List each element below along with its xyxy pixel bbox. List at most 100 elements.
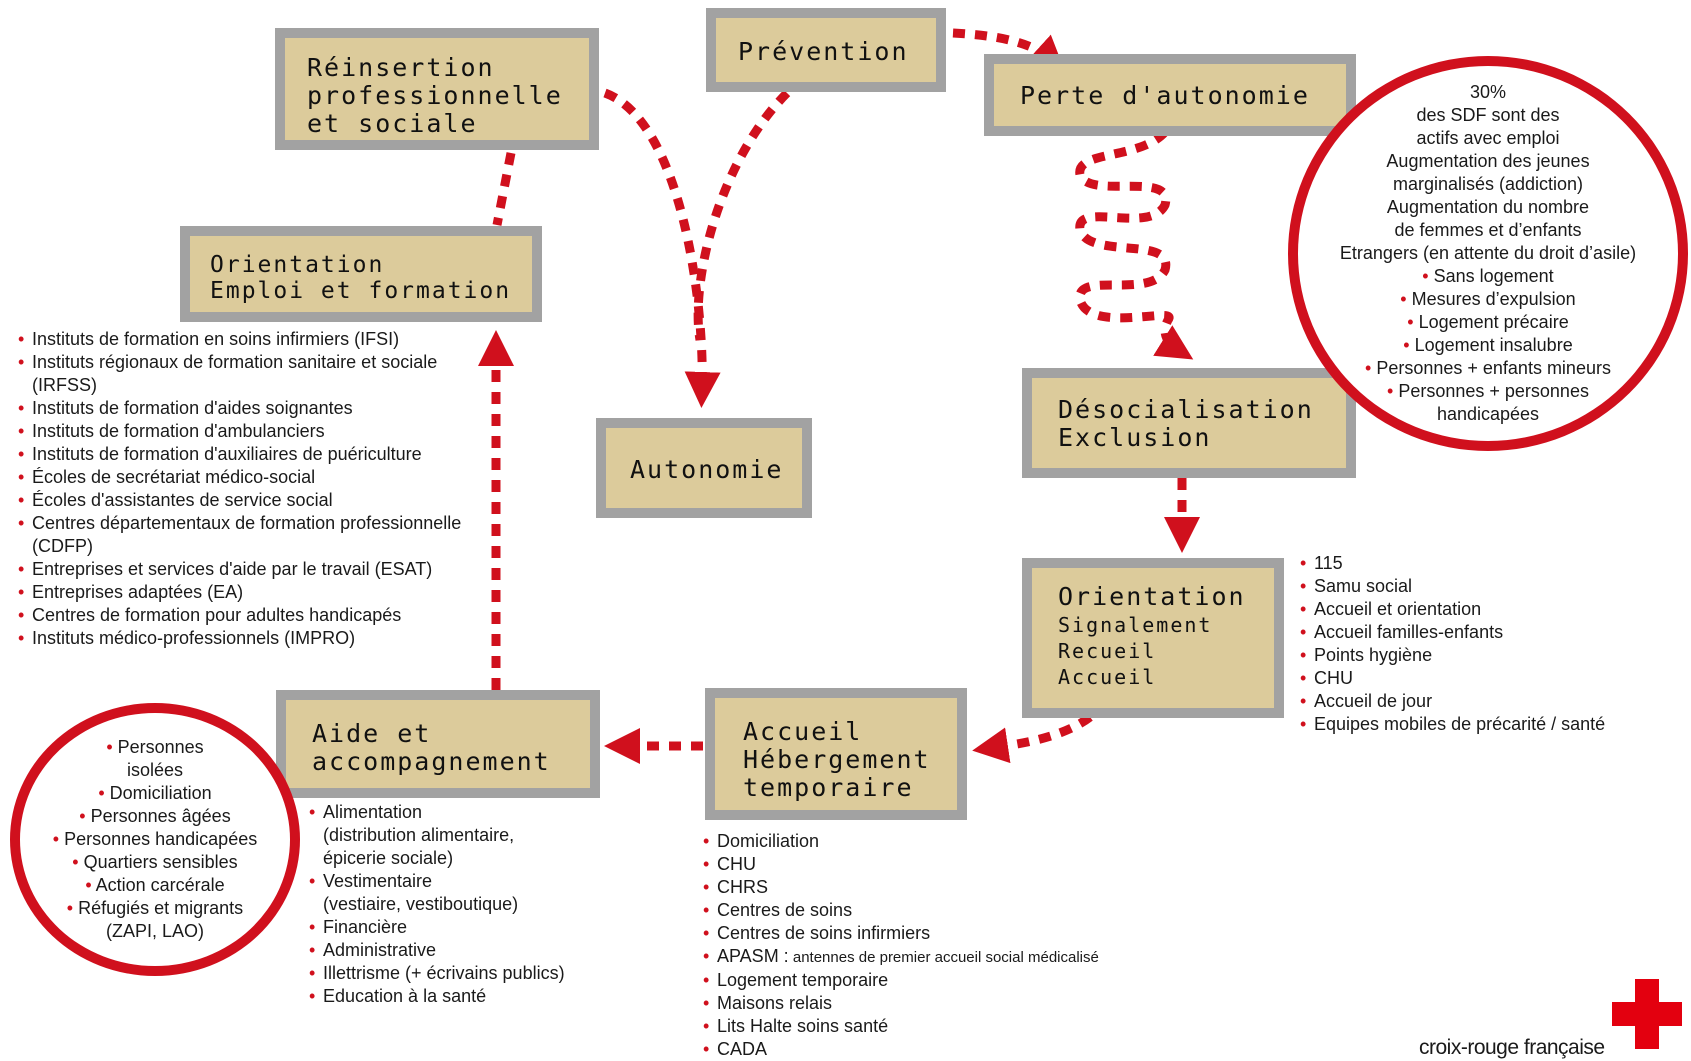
list-urgence-services: •115•Samu social•Accueil et orientation•…	[1300, 552, 1605, 736]
bullet-icon: •	[72, 852, 84, 872]
list-item-text: Entreprises et services d'aide par le tr…	[32, 559, 433, 579]
bullet-icon: •	[18, 352, 25, 372]
bullet-icon: •	[309, 917, 316, 937]
list-item: •CHU	[1300, 667, 1605, 690]
bullet-icon: •	[309, 802, 316, 822]
list-item: •CHU	[703, 853, 1099, 876]
circle-line: • Personnes + enfants mineurs	[1355, 357, 1621, 380]
circle-line-text: 30%	[1469, 82, 1507, 102]
box-reinsertion-line-3: et sociale	[307, 109, 478, 138]
circle-line: 30%	[1460, 81, 1516, 104]
list-item-text: Centres de soins	[717, 900, 853, 920]
list-item-text: Instituts de formation d'auxiliaires de …	[32, 444, 422, 464]
box-reinsertion: Réinsertion professionnelle et sociale	[275, 28, 599, 150]
list-item-text: Instituts médico-professionnels (IMPRO)	[32, 628, 356, 648]
bullet-icon: •	[18, 582, 25, 602]
list-item: •Centres de soins infirmiers	[703, 922, 1099, 945]
circle-line-text: (ZAPI, LAO)	[105, 921, 204, 941]
circle-line: Augmentation des jeunes	[1376, 150, 1599, 173]
box-reinsertion-line-2: professionnelle	[307, 81, 563, 110]
list-item: •Instituts médico-professionnels (IMPRO)	[18, 627, 461, 650]
bullet-icon: •	[1300, 599, 1307, 619]
list-aide-services: •Alimentation(distribution alimentaire,é…	[309, 801, 565, 1008]
list-item-text: Écoles d'assistantes de service social	[32, 490, 333, 510]
list-item-text: Instituts de formation d'ambulanciers	[32, 421, 325, 441]
list-item: •Accueil familles-enfants	[1300, 621, 1605, 644]
list-item-text: Administrative	[323, 940, 437, 960]
list-item-text: CHU	[717, 854, 756, 874]
circle-line-text: Réfugiés et migrants	[78, 898, 244, 918]
box-orientation-accueil: Orientation Signalement Recueil Accueil	[1022, 558, 1284, 718]
list-item: • Entreprises et services d'aide par le t…	[18, 558, 461, 581]
bullet-icon: •	[1300, 553, 1307, 573]
bullet-icon: •	[18, 559, 25, 579]
circle-line-text: Sans logement	[1433, 266, 1554, 286]
box-desocialisation: Désocialisation Exclusion	[1022, 368, 1356, 478]
bullet-icon: •	[106, 737, 118, 757]
circle-line: • Réfugiés et migrants	[57, 897, 253, 920]
bullet-icon: •	[309, 940, 316, 960]
list-item-text: Illettrisme (+ écrivains publics)	[323, 963, 565, 983]
list-item: •APASM : antennes de premier accueil soc…	[703, 945, 1099, 969]
box-aide-accompagnement: Aide et accompagnement	[276, 690, 600, 798]
circle-line-text: des SDF sont des	[1416, 105, 1560, 125]
circle-line: • Domiciliation	[88, 782, 221, 805]
box-accueil-hebergement-line-3: temporaire	[743, 773, 914, 802]
bullet-icon: •	[1300, 645, 1307, 665]
circle-line: isolées	[117, 759, 193, 782]
bullet-icon: •	[1300, 668, 1307, 688]
circle-line-text: isolées	[126, 760, 184, 780]
list-item-text: Centres de soins infirmiers	[717, 923, 931, 943]
box-orientation-accueil-line-3: Recueil	[1058, 639, 1157, 663]
box-orientation-emploi-line-1: Orientation	[210, 252, 385, 278]
bullet-icon: •	[66, 898, 79, 918]
bullet-icon: •	[18, 513, 25, 533]
box-prevention: Prévention	[706, 8, 946, 92]
box-accueil-hebergement-line-1: Accueil	[743, 717, 863, 746]
circle-line: • Personnes	[96, 736, 213, 759]
circle-line-text: Action carcérale	[95, 875, 225, 895]
red-cross-icon	[1612, 979, 1682, 1049]
list-item-text: (vestiaire, vestiboutique)	[323, 894, 519, 914]
circle-line: • Personnes handicapées	[43, 828, 267, 851]
circle-line-text: Quartiers sensibles	[83, 852, 238, 872]
list-item-text: Maisons relais	[717, 993, 833, 1013]
list-item: •Financière	[309, 916, 565, 939]
list-item-text: Centres départementaux de formation prof…	[32, 513, 462, 533]
bullet-icon: •	[85, 875, 96, 895]
bullet-icon: •	[18, 398, 25, 418]
list-item: •Alimentation	[309, 801, 565, 824]
list-item-text: Logement temporaire	[717, 970, 889, 990]
box-aide-line-2: accompagnement	[312, 747, 551, 776]
bullet-icon: •	[309, 963, 316, 983]
list-item: épicerie sociale)	[309, 847, 565, 870]
list-item-text: Vestimentaire	[323, 871, 433, 891]
circle-line: • Personnes + personnes	[1377, 380, 1599, 403]
list-item: •Equipes mobiles de précarité / santé	[1300, 713, 1605, 736]
bullet-icon: •	[1300, 691, 1307, 711]
bullet-icon: •	[703, 831, 710, 851]
list-item: (vestiaire, vestiboutique)	[309, 893, 565, 916]
list-item: •Écoles d'assistantes de service social	[18, 489, 461, 512]
box-accueil-hebergement-line-2: Hébergement	[743, 745, 931, 774]
list-item-text: Accueil de jour	[1314, 691, 1433, 711]
circle-line: • Logement insalubre	[1393, 334, 1582, 357]
bullet-icon: •	[18, 467, 25, 487]
box-autonomie-line-1: Autonomie	[630, 455, 784, 484]
circle-line-text: Etrangers (en attente du droit d’asile)	[1339, 243, 1637, 263]
list-item: •Centres de formation pour adultes handi…	[18, 604, 461, 627]
circle-line: actifs avec emploi	[1406, 127, 1569, 150]
link-orientation-to-reinsertion	[492, 152, 516, 226]
circle-line: Augmentation du nombre	[1377, 196, 1599, 219]
list-item: •Instituts de formation d'auxiliaires de…	[18, 443, 461, 466]
list-item: • Centres départementaux de formation pro…	[18, 512, 461, 535]
list-item-text: Equipes mobiles de précarité / santé	[1314, 714, 1606, 734]
list-item-text: APASM :	[717, 946, 789, 966]
list-item-text: Accueil familles-enfants	[1314, 622, 1504, 642]
list-item: •Instituts régionaux de formation sanita…	[18, 351, 461, 374]
box-orientation-emploi-line-2: Emploi et formation	[210, 278, 512, 304]
list-item-text: Instituts de formation d'aides soignante…	[32, 398, 353, 418]
bullet-icon: •	[18, 605, 25, 625]
